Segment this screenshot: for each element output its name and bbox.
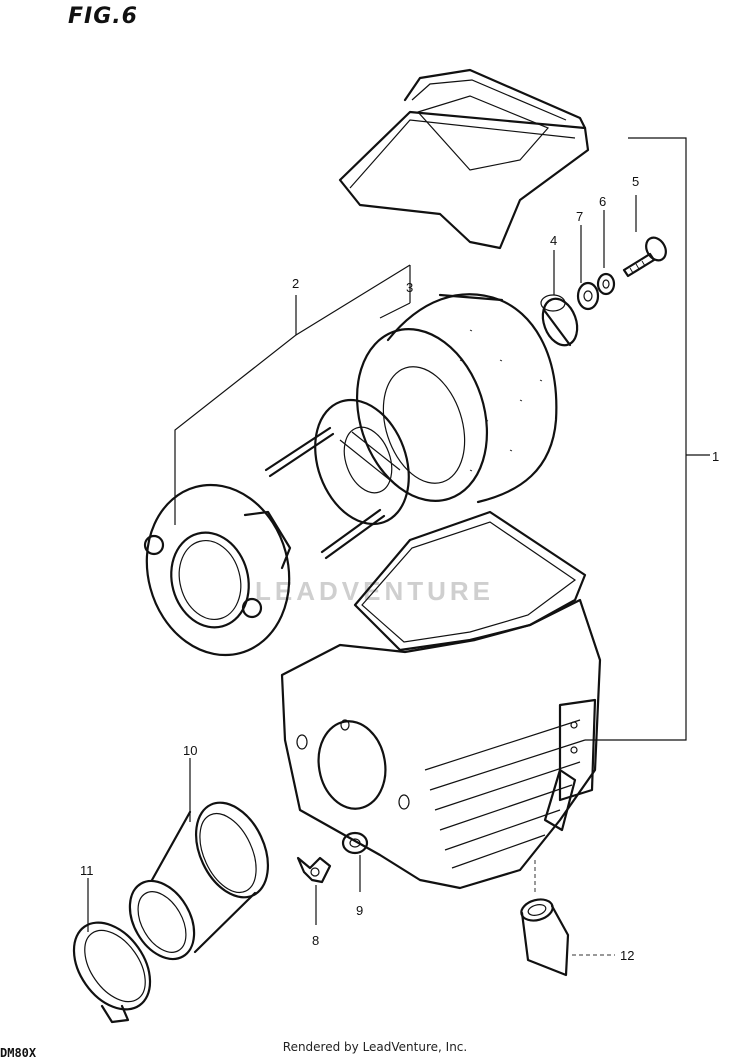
bolt-part-5 — [622, 195, 667, 278]
callout-8: 8 — [312, 933, 319, 948]
callout-12: 12 — [620, 948, 634, 963]
washer-part-7 — [576, 225, 600, 311]
plug-part-9 — [341, 831, 369, 892]
watermark: LEADVENTURE — [255, 576, 495, 606]
callout-4: 4 — [550, 233, 557, 248]
callout-3: 3 — [406, 280, 413, 295]
intake-boot-part-10 — [128, 758, 269, 961]
filter-cage-part-2 — [264, 398, 410, 560]
footer-credit: Rendered by LeadVenture, Inc. — [282, 1040, 468, 1054]
callout-7: 7 — [576, 209, 583, 224]
wing-nut-part-8 — [296, 856, 332, 925]
housing-cap-part — [143, 483, 292, 657]
air-cleaner-housing-part-1 — [280, 510, 602, 890]
assembly-bracket-2-3 — [174, 264, 411, 525]
callout-11: 11 — [80, 863, 94, 878]
filter-element-part-3 — [355, 293, 558, 504]
model-code: DM80X — [0, 1046, 37, 1060]
callout-5: 5 — [632, 174, 639, 189]
intake-cover-part — [338, 68, 590, 250]
callout-9: 9 — [356, 903, 363, 918]
callout-1: 1 — [712, 449, 719, 464]
figure-title: FIG.6 — [68, 4, 138, 29]
callout-10: 10 — [183, 743, 197, 758]
grommet-part-4 — [540, 250, 579, 347]
clamp-part-11 — [72, 878, 152, 1024]
callout-2: 2 — [292, 276, 299, 291]
drain-pipe-part-12 — [520, 860, 615, 977]
assembly-bracket-1 — [585, 137, 710, 741]
washer-part-6 — [596, 210, 616, 296]
callout-6: 6 — [599, 194, 606, 209]
